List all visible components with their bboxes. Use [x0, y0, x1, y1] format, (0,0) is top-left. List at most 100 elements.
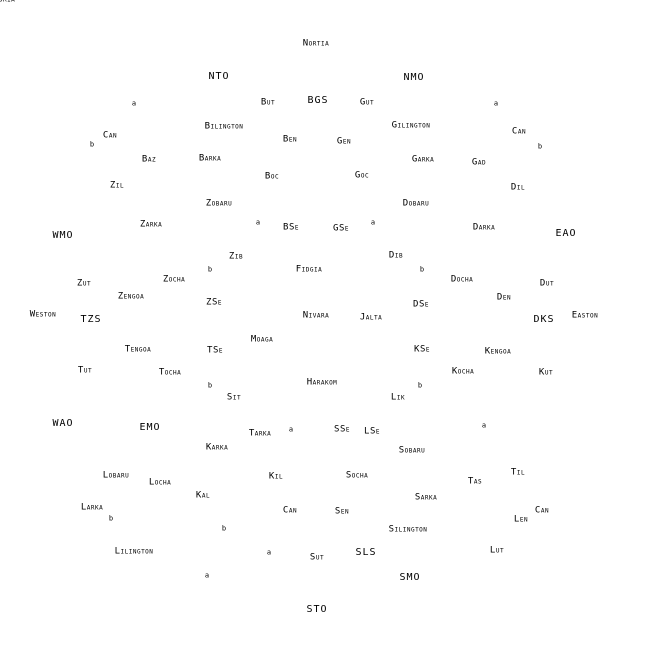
map-label: ZSe [206, 297, 222, 308]
map-label: DKS [533, 314, 555, 325]
map-label: Kengoa [484, 346, 512, 357]
map-label: EMO [139, 422, 161, 433]
map-label: Locha [148, 477, 172, 488]
map-label: Goc [354, 170, 370, 181]
map-label: LSe [364, 426, 380, 437]
map-label: Dobaru [402, 198, 430, 209]
map-label: Sen [334, 506, 350, 517]
map-label: a [370, 218, 376, 227]
map-label: Larka [80, 502, 104, 513]
map-label: Kut [538, 367, 554, 378]
map-label: Silington [388, 524, 428, 535]
map-label: WMO [52, 230, 74, 241]
map-label: Til [510, 467, 526, 478]
map-label: Can [102, 130, 118, 141]
map-label: b [537, 142, 543, 151]
map-label: Kal [195, 490, 211, 501]
map-label: Fidgia [295, 264, 323, 275]
map-label: Can [511, 126, 527, 137]
map-label: Zut [76, 278, 92, 289]
map-label: a [266, 548, 272, 557]
map-label: Ben [282, 134, 298, 145]
map-label: WAO [52, 418, 74, 429]
map-label: a [288, 425, 294, 434]
map-label: Baz [141, 154, 157, 165]
map-label: Sobaru [398, 445, 426, 456]
map-label: BSe [283, 222, 299, 233]
map-label: a [204, 571, 210, 580]
map-label: TZS [80, 314, 102, 325]
map-label: Gilington [391, 120, 431, 131]
map-label: Lilington [114, 546, 154, 557]
map-label: Gen [336, 136, 352, 147]
map-label: Nortia [302, 38, 330, 49]
map-label: Weston [29, 309, 57, 320]
map-label: Zocha [162, 274, 186, 285]
map-label: Zib [228, 251, 244, 262]
map-label: Zil [109, 180, 125, 191]
map-label: Docha [450, 274, 474, 285]
map-label: b [207, 381, 213, 390]
map-label: NMO [403, 72, 425, 83]
map-label: SSe [334, 424, 350, 435]
map-label: SMO [399, 572, 421, 583]
map-label: Easton [571, 310, 599, 321]
map-label: Dut [539, 278, 555, 289]
map-label: Can [534, 505, 550, 516]
map-label: STO [306, 604, 328, 615]
map-label: SLS [355, 547, 377, 558]
map-label: Jalta [359, 312, 383, 323]
map-label: Lik [390, 392, 406, 403]
map-label: Barka [198, 153, 222, 164]
map-label: b [221, 524, 227, 533]
map-label: Tas [467, 476, 483, 487]
map-label: Darka [472, 222, 496, 233]
map-label: b [419, 265, 425, 274]
map-label: Len [513, 514, 529, 525]
map-label: a [481, 421, 487, 430]
map-label: Socha [345, 470, 369, 481]
map-label: a [255, 218, 261, 227]
map-label: Tocha [158, 367, 182, 378]
map-label: Boc [264, 171, 280, 182]
map-label: Lobaru [102, 470, 130, 481]
map-label: Dil [510, 182, 526, 193]
map-label: b [207, 265, 213, 274]
map-label: Can [282, 505, 298, 516]
map-label: b [89, 140, 95, 149]
map-label: Den [496, 292, 512, 303]
map-label: Nivara [302, 310, 330, 321]
map-label: b [108, 514, 114, 523]
map-label: TSe [207, 345, 223, 356]
map-label: Bilington [204, 121, 244, 132]
map-label: Tarka [248, 428, 272, 439]
map-label: GSe [333, 223, 349, 234]
map-label: Garka [411, 154, 435, 165]
map-label: Gut [359, 97, 375, 108]
map-label: KSe [414, 344, 430, 355]
map-label: BGS [307, 95, 329, 106]
map-label: a [493, 99, 499, 108]
map-label: Zobaru [205, 198, 233, 209]
map-label: Moaga [250, 334, 274, 345]
map-label: Sarka [414, 492, 438, 503]
map-label: Gad [471, 157, 487, 168]
map-label: Sut [309, 552, 325, 563]
map-label: Tut [77, 365, 93, 376]
map-label: Zengoa [117, 291, 145, 302]
map-label: Lut [489, 545, 505, 556]
map-label: Zarka [139, 219, 163, 230]
map-label: Kil [268, 471, 284, 482]
map-label: Harakom [306, 377, 338, 388]
map-label: a [131, 99, 137, 108]
map-label: NTO [208, 71, 230, 82]
map-label: b [417, 381, 423, 390]
map-label: But [260, 97, 276, 108]
map-label: Antoria [0, 0, 15, 5]
map-label: DSe [413, 299, 429, 310]
map-label: Kocha [451, 366, 475, 377]
map-label: Karka [205, 442, 229, 453]
map-label: Sit [226, 392, 242, 403]
map-label: Dib [388, 250, 404, 261]
